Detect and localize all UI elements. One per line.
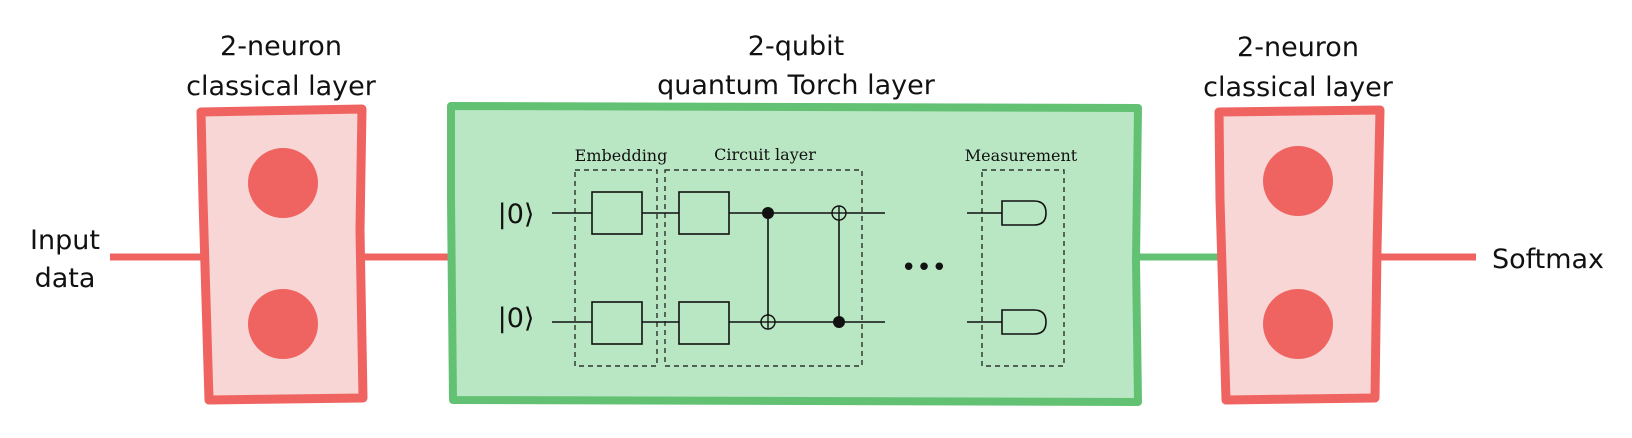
qubit-2-ket: |0⟩	[498, 303, 535, 334]
classical-left-title-line1: 2-neuron	[220, 31, 342, 62]
circuit-gate-2	[678, 301, 730, 345]
qubit-1-ket: |0⟩	[498, 199, 535, 230]
embedding-gate-2	[591, 301, 643, 345]
measurement-meter-2	[1001, 309, 1047, 335]
classical-left-box	[196, 104, 368, 405]
quantum-layer: 2-qubit quantum Torch layer Embedding Ci…	[447, 31, 1142, 406]
classical-right-box	[1214, 105, 1385, 405]
embedding-gate-1	[591, 191, 643, 235]
classical-layer-left: 2-neuron classical layer	[186, 31, 377, 405]
circuit-gate-1	[678, 191, 730, 235]
neuron-right-2	[1263, 289, 1333, 359]
circuit-layer-section	[664, 169, 863, 367]
measurement-section	[981, 169, 1065, 367]
neuron-left-1	[248, 148, 318, 218]
ellipsis: •••	[901, 253, 947, 283]
embedding-label: Embedding	[575, 146, 668, 165]
neuron-right-1	[1263, 146, 1333, 216]
output-label: Softmax	[1492, 244, 1604, 275]
classical-right-title-line2: classical layer	[1203, 72, 1394, 103]
embedding-section	[574, 169, 658, 367]
quantum-title-line2: quantum Torch layer	[657, 70, 936, 101]
neuron-left-2	[248, 289, 318, 359]
classical-layer-right: 2-neuron classical layer	[1203, 32, 1394, 405]
measurement-meter-1	[1001, 200, 1047, 226]
classical-left-title-line2: classical layer	[186, 71, 377, 102]
measurement-label: Measurement	[965, 146, 1078, 165]
circuit-layer-label: Circuit layer	[714, 145, 816, 164]
cnot-2-control	[833, 316, 845, 328]
quantum-title-line1: 2-qubit	[748, 31, 844, 62]
classical-right-title-line1: 2-neuron	[1237, 32, 1359, 63]
cnot-1-control	[762, 207, 774, 219]
input-label-line2: data	[35, 263, 96, 294]
input-label-line1: Input	[30, 225, 100, 256]
